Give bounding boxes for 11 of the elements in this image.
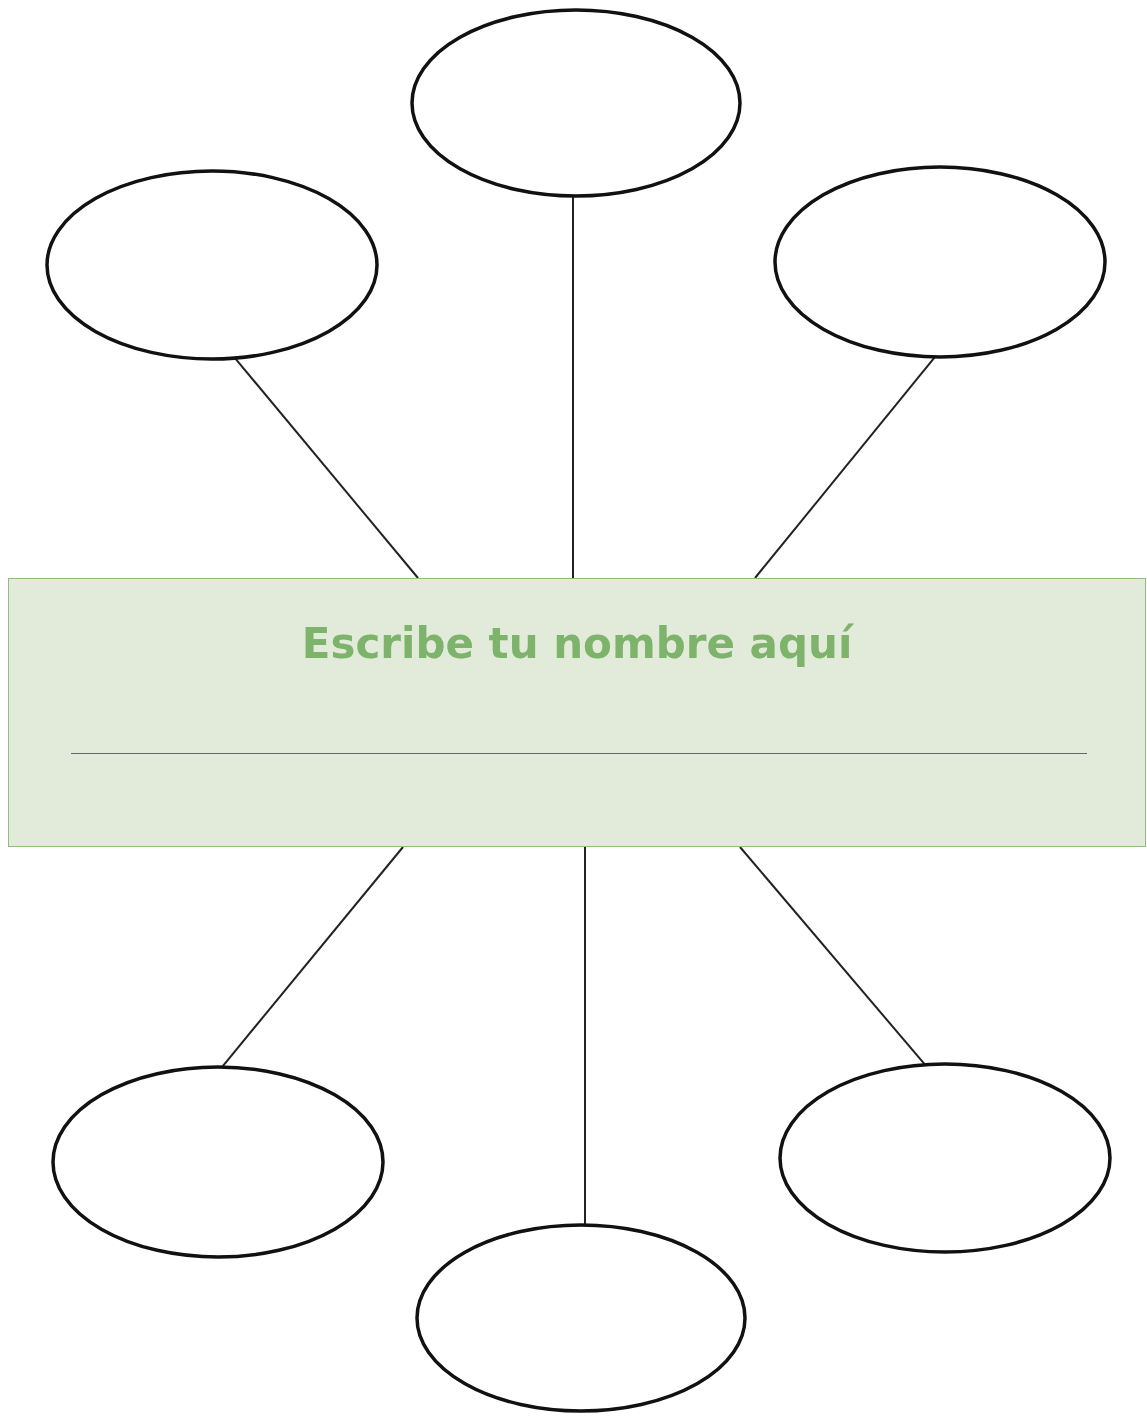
connector-line bbox=[572, 195, 574, 579]
empty-ellipse bbox=[408, 6, 744, 200]
empty-ellipse bbox=[776, 1060, 1114, 1256]
panel-heading: Escribe tu nombre aquí bbox=[300, 619, 855, 668]
empty-ellipse bbox=[43, 167, 381, 363]
connector-line bbox=[234, 357, 419, 579]
connector-line bbox=[739, 846, 926, 1066]
name-panel bbox=[8, 578, 1146, 847]
empty-ellipse bbox=[771, 163, 1109, 361]
empty-ellipse bbox=[413, 1221, 749, 1415]
empty-ellipse bbox=[49, 1063, 387, 1261]
